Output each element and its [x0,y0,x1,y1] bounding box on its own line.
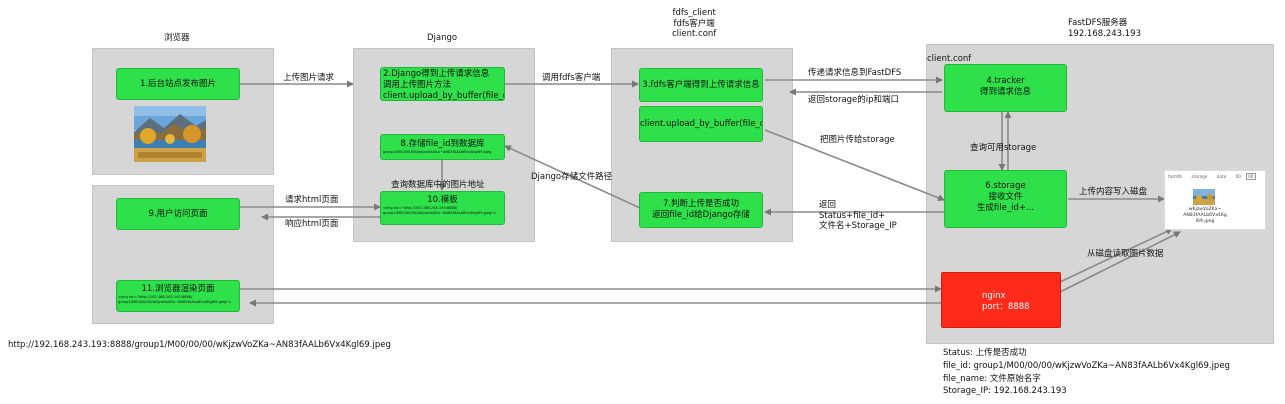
label-request-html: 请求html页面 [285,195,339,205]
arrow-nginx-read-disk-2 [1059,231,1181,293]
box-2-line: client.upload_by_buffer(file_data) [383,91,504,101]
box-1-publish-image: 1.后台站点发布图片 [116,68,240,100]
box-10-template: 10.模板 <img src="http://192.168.243.193:8… [380,191,505,225]
nginx-line: nginx [982,291,1006,301]
box-7-check-result: 7.判断上传是否成功 返回file_id给Django存储 [639,192,763,228]
box-9-label: 9.用户访问页面 [148,209,208,219]
label-pass-to-fastdfs: 传递请求信息到FastDFS [808,68,902,78]
header-fastdfs-line: 192.168.243.193 [1068,28,1142,39]
label-return-line: Status+file_id+ [819,210,886,221]
image-url: http://192.168.243.193:8888/group1/M00/0… [8,340,391,350]
box-8-store-file-id: 8.存储file_id到数据库 group1/M00/00/00/wKjzwVo… [380,134,505,160]
label-return: 返回 Status+file_id+ 文件名+Storage_IP [819,200,897,232]
box-11-img-tag: group1/M00/00/00/wKjzwVoZKa~AN83fAALb6Vx… [118,299,232,304]
header-fdfs-client-line: fdfs_client [672,8,716,18]
label-django-store-path: Django存储文件路径 [531,172,613,182]
box-7-line: 7.判断上传是否成功 [662,199,740,209]
box-6-line: 6.storage [985,181,1026,191]
box-8-label: 8.存储file_id到数据库 [400,139,485,149]
crumb: storage [1191,174,1208,179]
nginx-line: port：8888 [982,301,1030,312]
box-6-storage: 6.storage 接收文件 生成file_id+... [944,170,1067,228]
box-nginx: nginx port：8888 [941,272,1061,328]
header-fdfs-client-line: fdfs客户端 [673,18,715,29]
box-9-user-visit: 9.用户访问页面 [116,198,240,230]
client-conf-label: client.conf [927,54,972,64]
box-4-tracker: 4.tracker 得到请求信息 [944,64,1067,112]
box-11-img-tag: <img src="http://192.168.243.193:8888/ [118,295,193,300]
box-10-label: 10.模板 [427,195,458,205]
crumb: fastdfs [1168,174,1183,179]
label-return-line: 返回 [819,200,837,210]
box-4-line: 4.tracker [986,76,1025,86]
label-read-disk: 从磁盘读取图片数据 [1087,249,1164,259]
label-write-disk: 上传内容写入磁盘 [1079,187,1148,197]
arrow-nginx-read-disk-1 [1059,228,1173,283]
label-response-html: 响应html页面 [285,219,339,229]
box-8-file-id: group1/M00/00/00/wKjzwVoZKa~AN83fAALb6Vx… [383,150,492,155]
box-10-img-tag: group1/M00/00/00/wKjzwVoZKa~AN83fAALb6Vx… [383,210,497,215]
disk-file-thumb [1193,189,1215,205]
crumb: 00 [1235,174,1241,179]
label-send-to-storage: 把图片传给storage [820,135,895,145]
status-line: file_id: group1/M00/00/00/wKjzwVoZKa~AN8… [943,360,1230,371]
label-upload-request: 上传图片请求 [283,73,335,83]
header-fastdfs-line: FastDFS服务器 [1068,18,1128,28]
header-fdfs-client: fdfs_client fdfs客户端 client.conf [672,8,716,40]
label-query-storage: 查询可用storage [970,143,1037,153]
landscape-thumbnail [134,106,206,162]
header-django: Django [427,33,458,43]
box-11-browser-render: 11.浏览器渲染页面 <img src="http://192.168.243.… [116,280,240,312]
box-3-label: 3.fdfs客户端得到上传请求信息 [642,80,760,90]
status-line: Storage_IP: 192.168.243.193 [943,386,1067,397]
disk-file-name-line: wKjzwVoZKa~ [1188,207,1222,212]
arrow-django-store-path [504,145,641,209]
nginx-label: nginx port：8888 [982,291,1030,312]
box-3b-upload-by-buffer: client.upload_by_buffer(file_data) [639,106,763,142]
box-3-fdfs-receive: 3.fdfs客户端得到上传请求信息 [639,68,763,102]
label-query-db: 查询数据库中的图片地址 [391,180,485,190]
status-block: Status: 上传是否成功 file_id: group1/M00/00/00… [943,347,1230,398]
crumb: 00 [1246,173,1256,180]
box-10-img-tag: <img src="http://192.168.243.193:8888/ [383,206,458,211]
box-7-line: 返回file_id给Django存储 [652,210,750,221]
box-3b-label: client.upload_by_buffer(file_data) [640,119,762,129]
disk-file-name-line: l69.jpeg [1195,218,1215,224]
crumb: data [1216,174,1227,179]
box-6-line: 接收文件 [988,192,1023,203]
label-call-client: 调用fdfs客户端 [542,73,601,83]
box-1-label: 1.后台站点发布图片 [139,79,217,89]
box-2-django-receive: 2.Django得到上传请求信息 调用上传图片方法 client.upload_… [380,67,505,101]
box-6-line: 生成file_id+... [976,203,1035,214]
status-line: file_name: 文件原始名字 [943,373,1041,384]
disk-file-name-line: AN83fAALb6Vx4Kg [1183,212,1227,218]
box-2-line: 调用上传图片方法 [383,80,452,91]
header-browser: 浏览器 [164,33,190,43]
label-return-ip-port: 返回storage的ip和端口 [808,95,900,105]
label-return-line: 文件名+Storage_IP [819,221,897,232]
disk-file-window: fastdfs storage data 00 00 wKjzwVoZKa~ A… [1164,170,1266,230]
header-fdfs-client-line: client.conf [672,29,717,40]
box-4-line: 得到请求信息 [979,87,1031,98]
disk-breadcrumb: fastdfs storage data 00 00 [1168,173,1256,180]
arrow-send-to-storage [764,129,945,202]
box-2-line: 2.Django得到上传请求信息 [383,69,490,79]
disk-file-name: wKjzwVoZKa~ AN83fAALb6Vx4Kg l69.jpeg [1181,207,1229,225]
status-line: Status: 上传是否成功 [943,348,1027,358]
box-11-label: 11.浏览器渲染页面 [141,284,215,294]
header-fastdfs-server: FastDFS服务器 192.168.243.193 [1068,18,1141,39]
